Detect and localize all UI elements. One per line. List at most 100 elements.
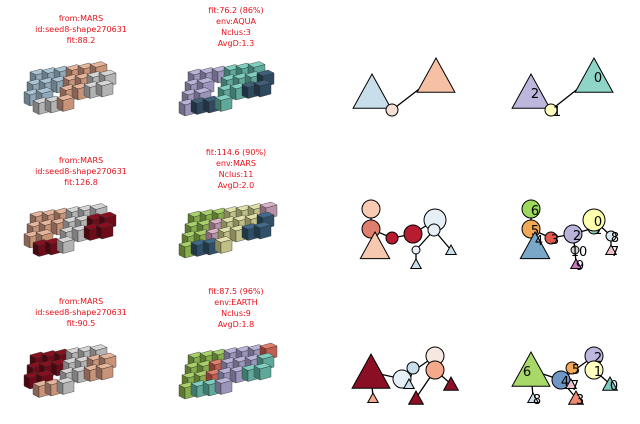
- right-voxel-model: [178, 201, 278, 259]
- right-caption-line: fit:114.6 (90%): [206, 148, 266, 157]
- graph-node-label: 1: [594, 365, 602, 380]
- graph-node-label: 0: [594, 215, 602, 230]
- graph-node-circle: [605, 230, 617, 242]
- graph-node-triangle: [569, 257, 583, 269]
- graph-node-label: 10: [571, 245, 588, 260]
- left-voxel: [62, 97, 75, 112]
- graph-node-triangle: [519, 230, 551, 260]
- right-voxel: [220, 97, 233, 112]
- left-caption-line: id:seed8-shape270631: [35, 167, 127, 176]
- left-voxel: [101, 224, 114, 240]
- left-cluster-graph: [359, 199, 458, 269]
- graph-node-label: 0: [594, 71, 602, 86]
- graph-node-triangle: [604, 243, 618, 255]
- graph-node-circle: [582, 208, 606, 232]
- graph-node-triangle: [409, 257, 423, 269]
- right-voxel: [259, 365, 272, 381]
- graph-node-circle: [385, 231, 399, 245]
- left-voxel-model: [23, 344, 117, 398]
- graph-node-circle: [544, 231, 558, 245]
- graph-node-triangle: [351, 352, 391, 389]
- graph-node-label: 7: [571, 379, 579, 394]
- left-caption-line: from:MARS: [59, 156, 103, 165]
- graph-node-triangle: [511, 72, 551, 109]
- graph-node-label: 3: [551, 233, 559, 248]
- graph-node-label: 0: [610, 379, 618, 394]
- left-caption: from:MARS id:seed8-shape270631 fit:126.8: [35, 156, 127, 187]
- graph-node-triangle: [416, 56, 456, 93]
- graph-node-circle: [411, 245, 421, 255]
- graph-node-circle: [584, 360, 604, 380]
- right-voxel: [259, 82, 272, 98]
- right-cluster-graph: 2 0 1: [511, 56, 614, 120]
- graph-node-circle: [544, 103, 558, 117]
- left-cluster-graph: [351, 346, 460, 405]
- graph-node-label: 7: [611, 245, 619, 260]
- right-caption-line: AvgD:1.8: [218, 320, 254, 329]
- right-caption-line: env:AQUA: [216, 17, 256, 26]
- graph-node-label: 2: [531, 87, 539, 102]
- right-voxel-model: [178, 342, 278, 400]
- graph-node-triangle: [526, 391, 540, 403]
- right-caption-line: Nclus:9: [221, 309, 251, 318]
- right-caption-line: fit:87.5 (96%): [208, 287, 263, 296]
- graph-node-circle: [521, 199, 541, 219]
- graph-node-triangle: [574, 56, 614, 93]
- left-voxel: [62, 380, 75, 395]
- graph-node-triangle: [511, 350, 551, 387]
- left-voxel-model: [23, 203, 117, 257]
- graph-node-circle: [385, 103, 399, 117]
- left-caption-line: fit:88.2: [67, 36, 96, 45]
- right-voxel: [220, 380, 233, 395]
- graph-node-label: 6: [531, 204, 539, 219]
- right-caption-line: env:MARS: [216, 159, 256, 168]
- left-cluster-graph: [352, 56, 456, 117]
- graph-node-label: 8: [533, 393, 541, 408]
- graph-node-triangle: [352, 72, 392, 109]
- left-voxel: [101, 82, 114, 98]
- left-caption: from:MARS id:seed8-shape270631 fit:90.5: [35, 297, 127, 328]
- graph-node-circle: [563, 224, 583, 244]
- left-voxel: [62, 239, 75, 254]
- graph-node-circle: [406, 361, 420, 375]
- graph-node-triangle: [359, 230, 391, 260]
- graph-node-label: 2: [594, 351, 602, 366]
- graph-node-label: 6: [523, 365, 531, 380]
- left-caption-line: fit:90.5: [67, 319, 96, 328]
- right-caption-line: env:EARTH: [214, 298, 257, 307]
- graph-node-circle: [425, 360, 445, 380]
- graph-node-label: 3: [576, 393, 584, 408]
- left-voxel-model: [23, 61, 117, 115]
- left-caption-line: from:MARS: [59, 14, 103, 23]
- graph-node-circle: [570, 245, 580, 255]
- graph-node-circle: [427, 223, 441, 237]
- left-caption-line: id:seed8-shape270631: [35, 25, 127, 34]
- left-caption-line: from:MARS: [59, 297, 103, 306]
- left-caption-line: fit:126.8: [64, 178, 98, 187]
- graph-node-triangle: [407, 389, 425, 405]
- left-caption-line: id:seed8-shape270631: [35, 308, 127, 317]
- graph-node-triangle: [567, 389, 585, 405]
- graph-node-label: 2: [573, 229, 581, 244]
- graph-node-label: 9: [576, 259, 584, 274]
- right-caption-line: AvgD:1.3: [218, 39, 254, 48]
- right-voxel-model: [178, 61, 275, 117]
- graph-node-triangle: [601, 375, 619, 391]
- graph-node-label: 1: [553, 105, 561, 120]
- graph-node-circle: [403, 224, 423, 244]
- graph-node-label: 8: [611, 231, 619, 246]
- graph-node-circle: [361, 199, 381, 219]
- graph-node-triangle: [442, 375, 460, 391]
- right-cluster-graph: 654321010987: [519, 199, 619, 274]
- left-voxel: [101, 365, 114, 381]
- graph-node-triangle: [366, 391, 380, 403]
- graph-node-label: 5: [572, 363, 580, 378]
- graph-node-triangle: [444, 243, 458, 255]
- right-caption-line: AvgD:2.0: [218, 181, 254, 190]
- graph-node-label: 4: [535, 234, 543, 249]
